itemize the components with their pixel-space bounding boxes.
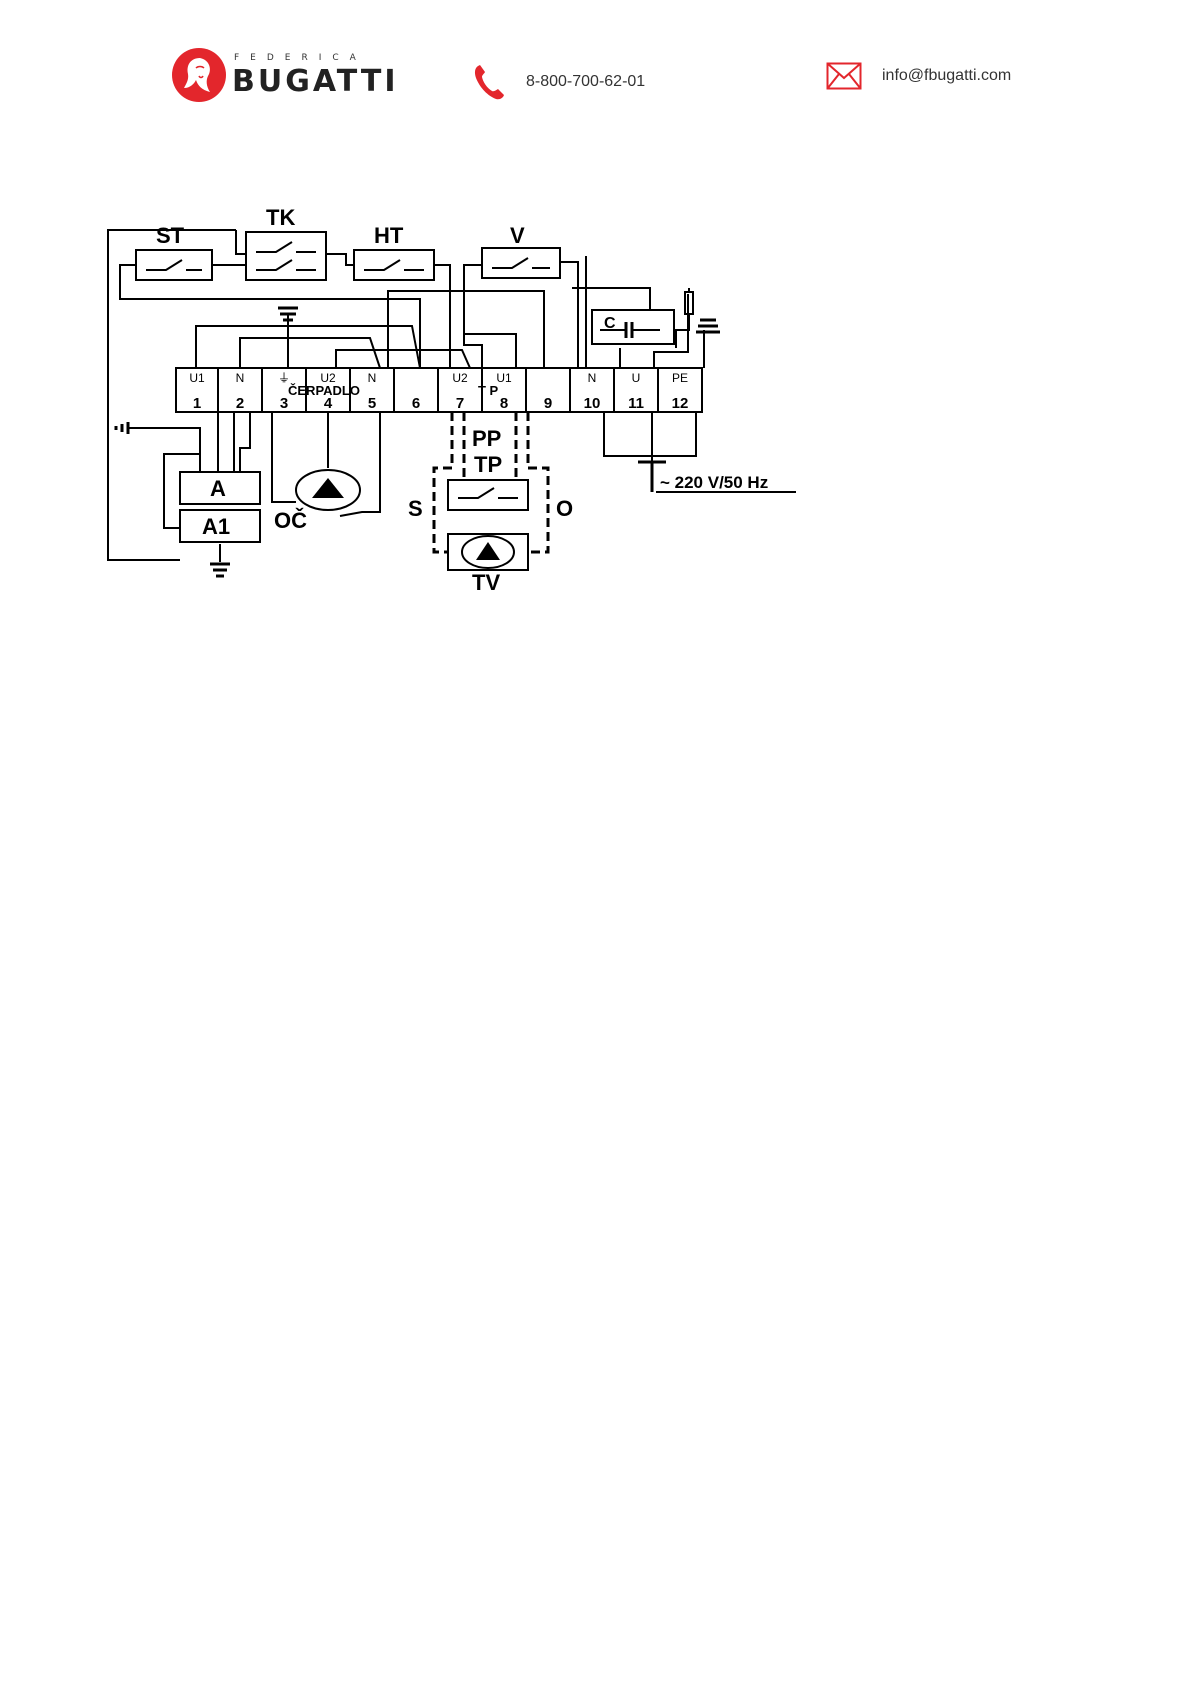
phone-icon bbox=[474, 65, 504, 100]
terminal-cell bbox=[393, 367, 439, 413]
a-box bbox=[179, 471, 261, 505]
dashed-circuits bbox=[432, 412, 550, 554]
terminal-number: 5 bbox=[368, 395, 376, 412]
terminal-cell bbox=[175, 367, 219, 413]
plug-icon bbox=[638, 460, 666, 492]
pump-tv-icon bbox=[461, 535, 515, 569]
terminal-number: 4 bbox=[324, 395, 333, 412]
page-header: FEDERICA BUGATTI 8-800-700-62-01 info@fb… bbox=[0, 0, 1191, 140]
label-tv: TV bbox=[472, 570, 500, 595]
component-labels: ST TK HT V C A A1 OČ PP TP TV S O ~ 220 … bbox=[156, 205, 768, 595]
terminal-top-label: N bbox=[588, 371, 597, 385]
label-ht: HT bbox=[374, 223, 404, 248]
terminal-number: 8 bbox=[500, 395, 508, 412]
envelope-icon bbox=[826, 62, 862, 90]
tk-box bbox=[245, 231, 327, 281]
earth-icon bbox=[114, 306, 720, 578]
label-a1: A1 bbox=[202, 514, 230, 539]
group-label-tp: T P bbox=[478, 383, 499, 398]
terminal-number: 10 bbox=[584, 395, 601, 412]
label-s: S bbox=[408, 496, 423, 521]
switch-symbols bbox=[146, 241, 694, 499]
terminal-number: 7 bbox=[456, 395, 464, 412]
terminal-cell bbox=[525, 367, 571, 413]
label-v: V bbox=[510, 223, 525, 248]
terminal-top-label: U bbox=[632, 371, 641, 385]
terminal-number: 1 bbox=[193, 395, 201, 412]
email-address: info@fbugatti.com bbox=[882, 67, 1012, 84]
group-label-cerpadlo: ČERPADLO bbox=[288, 383, 360, 398]
terminal-number: 12 bbox=[672, 395, 689, 412]
terminal-cell bbox=[657, 367, 703, 413]
label-power: ~ 220 V/50 Hz bbox=[660, 473, 768, 492]
a1-box bbox=[179, 509, 261, 543]
terminal-top-label: U2 bbox=[320, 371, 336, 385]
terminal-cell bbox=[261, 367, 307, 413]
phone-contact[interactable]: 8-800-700-62-01 bbox=[472, 62, 645, 102]
logo-emblem bbox=[172, 48, 226, 102]
terminal-number: 11 bbox=[628, 395, 644, 412]
ht-box bbox=[353, 249, 435, 281]
terminal-top-label: N bbox=[236, 371, 245, 385]
label-st: ST bbox=[156, 223, 185, 248]
terminal-number: 9 bbox=[544, 395, 552, 412]
logo-small-text: FEDERICA bbox=[234, 53, 367, 63]
terminal-top-label: U2 bbox=[452, 371, 468, 385]
terminal-cell bbox=[217, 367, 263, 413]
label-oc: OČ bbox=[274, 508, 307, 533]
pp-tp-box bbox=[447, 479, 529, 511]
label-c: C bbox=[604, 315, 616, 332]
component-boxes bbox=[135, 231, 675, 571]
email-contact[interactable]: info@fbugatti.com bbox=[826, 62, 1011, 90]
woman-face-icon bbox=[184, 58, 210, 92]
terminal-top-label: PE bbox=[672, 371, 688, 385]
terminal-top-label: N bbox=[368, 371, 377, 385]
terminal-top-label: U1 bbox=[189, 371, 205, 385]
terminal-top-label: ⏚ bbox=[278, 371, 290, 385]
terminal-cell bbox=[569, 367, 615, 413]
brand-logo[interactable]: FEDERICA BUGATTI bbox=[172, 48, 396, 104]
pump-oc-icon bbox=[295, 469, 361, 511]
terminal-top-label: U1 bbox=[496, 371, 512, 385]
terminal-number: 6 bbox=[412, 395, 420, 412]
logo-big-text: BUGATTI bbox=[232, 64, 399, 99]
terminal-number: 2 bbox=[236, 395, 244, 412]
label-o: O bbox=[556, 496, 573, 521]
phone-number: 8-800-700-62-01 bbox=[526, 73, 646, 90]
terminal-number: 3 bbox=[280, 395, 288, 412]
label-tk: TK bbox=[266, 205, 295, 230]
label-tp: TP bbox=[474, 452, 502, 477]
terminal-cell bbox=[305, 367, 351, 413]
label-pp: PP bbox=[472, 426, 501, 451]
label-a: A bbox=[210, 476, 226, 501]
